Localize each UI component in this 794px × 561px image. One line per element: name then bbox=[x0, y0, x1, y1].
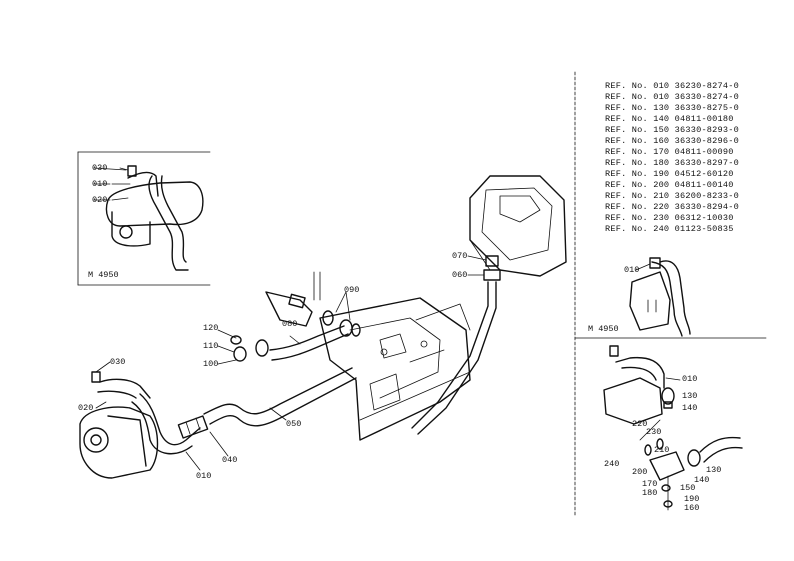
pipe-050-lower-edge bbox=[209, 377, 357, 427]
banjo-fitting-lower bbox=[230, 335, 269, 362]
pipe-080-upper-edge bbox=[269, 325, 345, 351]
pipe-010-upper-edge bbox=[139, 393, 201, 446]
label-040: 040 bbox=[222, 455, 238, 465]
inset-pump-assembly bbox=[105, 165, 204, 271]
label-050: 050 bbox=[286, 419, 302, 429]
detail-label-010: 010 bbox=[682, 374, 698, 384]
right-inset-label-010: 010 bbox=[624, 265, 640, 275]
main-pump-assembly bbox=[79, 371, 159, 479]
label-080: 080 bbox=[282, 319, 298, 329]
ref-row: REF. No. 010 36330-8274-0 bbox=[605, 92, 739, 102]
ref-row: REF. No. 150 36330-8293-0 bbox=[605, 125, 739, 135]
inset-right-assembly bbox=[629, 257, 691, 337]
ref-row: REF. No. 220 36330-8294-0 bbox=[605, 202, 739, 212]
ref-row: REF. No. 230 06312-10030 bbox=[605, 213, 734, 223]
hose-040 bbox=[177, 415, 209, 439]
ref-row: REF. No. 170 04811-00090 bbox=[605, 147, 734, 157]
detail-label-200: 200 bbox=[632, 467, 648, 477]
detail-label-140b: 140 bbox=[694, 475, 710, 485]
detail-label-230: 230 bbox=[646, 427, 662, 437]
ref-row: REF. No. 190 04512-60120 bbox=[605, 169, 734, 179]
pipe-010-lower-edge bbox=[131, 401, 193, 455]
ref-row: REF. No. 180 36330-8297-0 bbox=[605, 158, 739, 168]
label-010: 010 bbox=[196, 471, 212, 481]
detail-label-170: 170 bbox=[642, 479, 658, 489]
label-020: 020 bbox=[78, 403, 94, 413]
label-070: 070 bbox=[452, 251, 468, 261]
inset-label-030: 030 bbox=[92, 163, 108, 173]
label-060: 060 bbox=[452, 270, 468, 280]
label-100: 100 bbox=[203, 359, 219, 369]
detail-label-220: 220 bbox=[632, 419, 648, 429]
inset-label-020: 020 bbox=[92, 195, 108, 205]
label-030: 030 bbox=[110, 357, 126, 367]
ref-row: REF. No. 160 36330-8296-0 bbox=[605, 136, 739, 146]
ref-row: REF. No. 130 36330-8275-0 bbox=[605, 103, 739, 113]
detail-label-180: 180 bbox=[642, 488, 658, 498]
ref-row: REF. No. 200 04811-00140 bbox=[605, 180, 734, 190]
pipe-060-left-edge bbox=[411, 281, 489, 429]
label-090: 090 bbox=[344, 285, 360, 295]
detail-label-210: 210 bbox=[654, 445, 670, 455]
ref-row: REF. No. 210 36200-8233-0 bbox=[605, 191, 739, 201]
engine-head bbox=[469, 175, 567, 277]
detail-label-150: 150 bbox=[680, 483, 696, 493]
detail-label-160: 160 bbox=[684, 503, 700, 513]
fitting-090 bbox=[322, 310, 361, 337]
detail-label-190: 190 bbox=[684, 494, 700, 504]
ref-row: REF. No. 240 01123-50835 bbox=[605, 224, 734, 234]
leader-lines bbox=[93, 167, 681, 471]
pipe-050-upper-edge bbox=[203, 367, 353, 415]
label-120: 120 bbox=[203, 323, 219, 333]
inset-model-code: M 4950 bbox=[88, 270, 119, 280]
detail-label-130: 130 bbox=[682, 391, 698, 401]
detail-label-130b: 130 bbox=[706, 465, 722, 475]
detail-label-240: 240 bbox=[604, 459, 620, 469]
detail-assembly bbox=[603, 345, 743, 511]
pipe-080-lower-edge bbox=[271, 333, 349, 361]
detail-label-140: 140 bbox=[682, 403, 698, 413]
ref-row: REF. No. 010 36230-8274-0 bbox=[605, 81, 739, 91]
right-inset-model-code: M 4950 bbox=[588, 324, 619, 334]
inset-label-010: 010 bbox=[92, 179, 108, 189]
banjo-fitting-upper bbox=[265, 271, 321, 327]
ref-row: REF. No. 140 04811-00180 bbox=[605, 114, 734, 124]
pipe-060-right-edge bbox=[417, 281, 497, 435]
engine-block bbox=[319, 297, 471, 441]
label-110: 110 bbox=[203, 341, 219, 351]
